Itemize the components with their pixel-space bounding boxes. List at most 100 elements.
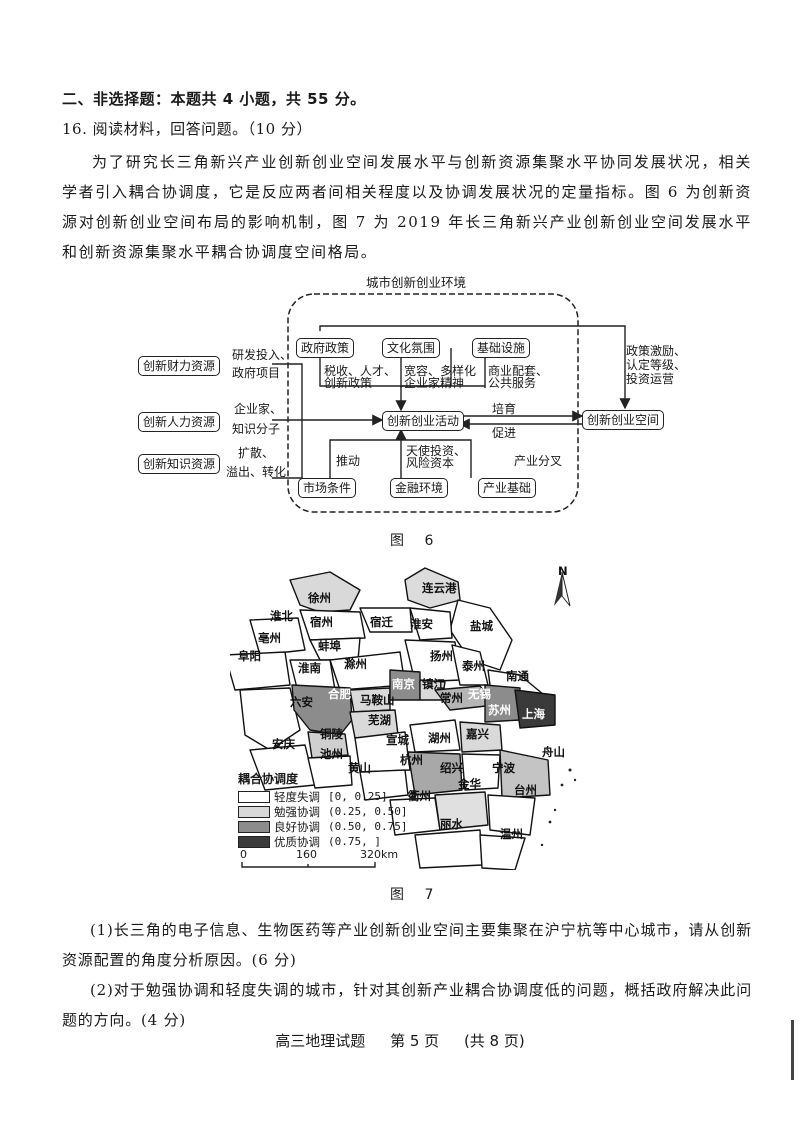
resource-knowledge: 创新知识资源 [138,454,221,474]
region-huzhou [409,719,461,753]
innovation-space: 创新创业空间 [582,410,665,430]
region-fuyang [230,651,291,691]
region-wenzhou [479,834,526,870]
resource-label: 知识分子 [232,422,281,436]
resource-label: 溢出、转化 [226,465,287,479]
resource-label: 扩散、 [238,446,275,460]
city-label: 蚌埠 [318,639,341,653]
region-ningbo [499,749,551,799]
footer-page: 第 5 页 [390,1032,440,1050]
city-label: 温州 [500,827,523,841]
environment-title: 城市创新创业环境 [366,275,467,290]
region-suzhou-ah [299,609,366,641]
resource-human: 创新人力资源 [138,412,221,432]
region-jinhua [434,791,489,831]
region-huaian [409,607,453,641]
policy-label: 认定等级、 [626,358,687,372]
legend-label: 优质协调 [274,834,320,849]
city-label: 镇江 [422,677,445,691]
env-label: 宽容、多样化 [404,364,477,378]
city-label: 绍兴 [440,761,463,775]
city-label: 黄山 [348,761,371,775]
policy-label: 投资运营 [626,372,675,386]
city-label: 淮北 [270,609,293,623]
region-xuzhou [289,571,361,613]
region-shanghai [514,689,556,729]
city-label: 扬州 [430,649,453,663]
region-chizhou [307,755,353,789]
resource-financial: 创新财力资源 [138,356,221,376]
region-luan [239,687,301,751]
env-label: 天使投资、 [406,444,467,458]
region-taizhou-zj [487,794,536,836]
figure-7-caption: 图 7 [390,887,442,903]
map-regions [230,567,577,870]
city-label: 宁波 [492,761,515,775]
city-label: 金华 [458,777,481,791]
region-huangshan [359,769,409,801]
city-label: 上海 [522,707,545,721]
city-label: 宿迁 [370,615,393,629]
center-activity: 创新创业活动 [382,411,465,431]
env-culture: 文化氛围 [382,338,441,358]
footer-total: (共 8 页) [463,1032,525,1050]
scale-tick-label: 160 [296,848,317,861]
legend-item: 轻度失调 [0, 0.25] [238,789,407,804]
city-label: 滁州 [344,657,367,671]
figure-6-diagram: 城市创新创业环境 创新财力资源 创新人力资源 创新知识资源 研发投入、 政府项目… [120,268,700,528]
env-infrastructure: 基础设施 [472,338,531,358]
city-label: 宣城 [386,733,409,747]
env-label: 推动 [336,454,361,468]
city-label: 无锡 [468,687,491,701]
legend-swatch [238,790,270,803]
scale-bar: 0 160 320km [240,848,400,870]
city-label: 杭州 [400,753,423,767]
city-label: 徐州 [308,591,331,605]
section-title: 二、非选择题：本题共 4 小题，共 55 分。 [62,90,366,108]
city-label: 连云港 [422,581,457,595]
policy-label: 政策激励、 [626,344,687,358]
legend-range: (0.50, 0.75] [328,820,408,833]
env-label: 企业家精神 [404,376,465,390]
env-label: 商业配套、 [488,364,549,378]
question-title: 16. 阅读材料，回答问题。（10 分） [62,120,312,138]
page-footer: 高三地理试题 第 5 页 (共 8 页) [0,1030,800,1051]
city-label: 六安 [290,695,313,709]
env-label: 公共服务 [488,376,537,390]
figure-7-map: N 连云港 徐州 淮北 宿州 宿迁 淮安 盐城 亳州 蚌埠 阜阳 淮南 滁州 扬… [230,560,590,870]
scale-tick-label: 0 [240,848,247,861]
legend-item: 良好协调 (0.50, 0.75] [238,819,407,834]
cultivate-label: 培育 [492,402,517,416]
city-label: 嘉兴 [466,727,489,741]
north-label: N [558,564,568,578]
city-label: 安庆 [272,737,295,751]
city-label: 台州 [514,783,537,797]
region-xuancheng [354,731,411,773]
map-legend: 耦合协调度 轻度失调 [0, 0.25] 勉强协调 (0.25, 0.50] 良… [238,770,407,849]
city-label: 池州 [320,747,343,761]
legend-label: 良好协调 [274,819,320,834]
scan-edge-mark [791,1020,794,1080]
city-label: 常州 [440,691,463,705]
city-label: 湖州 [428,731,451,745]
resource-label: 企业家、 [234,402,283,416]
legend-title: 耦合协调度 [238,772,299,786]
region-hangzhou [407,751,463,796]
legend-swatch [238,820,270,833]
question-material: 为了研究长三角新兴产业创新创业空间发展水平与创新资源集聚水平协同发展状况，相关学… [62,153,752,261]
env-market: 市场条件 [298,478,357,498]
legend-swatch [238,835,270,848]
env-label: 风险资本 [406,456,455,470]
region-suqian [359,607,413,633]
subquestion-2: (2)对于勉强协调和轻度失调的城市，针对其创新产业耦合协调度低的问题，概括政府解… [62,981,752,1029]
env-industry-base: 产业基础 [478,478,537,498]
legend-range: (0.75, ] [328,835,381,848]
city-label: 阜阳 [238,649,261,663]
figure-6-caption: 图 6 [390,533,442,549]
city-label: 宿州 [310,615,333,629]
region-lishui [414,829,483,869]
env-finance: 金融环境 [390,478,449,498]
environment-boundary [287,293,579,513]
subquestion-1: (1)长三角的电子信息、生物医药等产业创新创业空间主要集聚在沪宁杭等中心城市，请… [62,921,752,969]
env-label: 创新政策 [324,376,373,390]
